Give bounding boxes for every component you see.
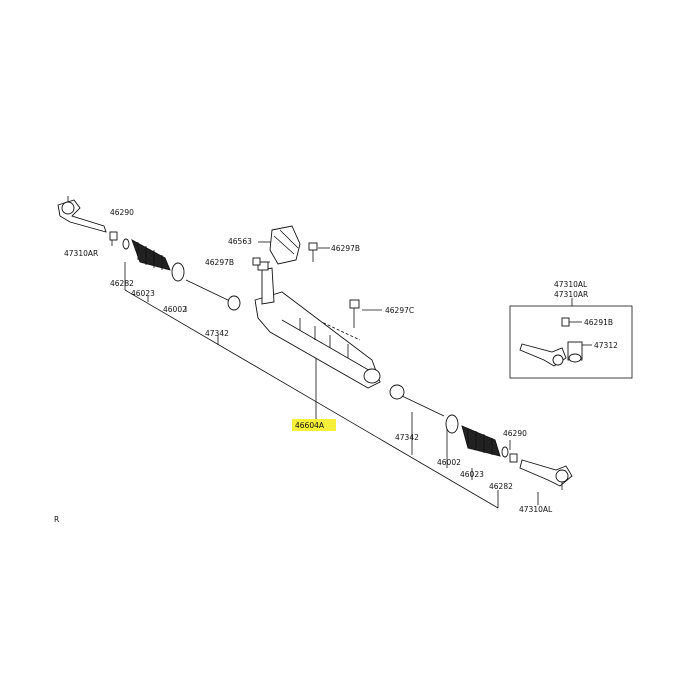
- inner-rod-right-part: [389, 384, 445, 417]
- bracket-part: [269, 225, 301, 265]
- label-inset-nut: 46291B: [584, 318, 613, 327]
- clip-right-part: [501, 446, 509, 458]
- label-clip-left: 46282: [110, 279, 134, 288]
- boot-right-part: [461, 425, 501, 457]
- label-tie-rod-end-left: 47310AL: [519, 505, 553, 514]
- label-bolt-bracket: 46297B: [205, 258, 234, 267]
- label-inner-rod-left: 47342: [205, 329, 229, 338]
- label-inset-title-2: 47310AR: [554, 290, 588, 299]
- label-bolt-rack: 46297C: [385, 306, 414, 315]
- ring-right-part: [445, 414, 459, 434]
- label-boot-left: 46023: [131, 289, 155, 298]
- nut-right-part: [509, 453, 518, 463]
- nut-left-part: [109, 231, 118, 241]
- label-bracket: 46563: [228, 237, 252, 246]
- clip-left-part: [122, 238, 130, 250]
- steering-gear-housing: [254, 261, 381, 389]
- label-nut-left: 46290: [110, 208, 134, 217]
- label-boot-right: 46023: [460, 470, 484, 479]
- label-inner-rod-right: 47342: [395, 433, 419, 442]
- label-clip-right: 46282: [489, 482, 513, 491]
- bolt-top-part: [308, 242, 318, 262]
- label-inset-title-1: 47310AL: [554, 280, 588, 289]
- boot-left-part: [131, 239, 171, 271]
- label-highlight: [292, 419, 336, 431]
- inset-box: [509, 298, 633, 379]
- label-inset-kit: 47312: [594, 341, 618, 350]
- tie-rod-end-right-part: [57, 196, 107, 233]
- bolt-bracket-part: [252, 257, 261, 266]
- ring-left-part: [171, 262, 185, 282]
- label-gear-assembly: 46604A: [295, 421, 325, 430]
- label-corner-mark: R: [54, 515, 59, 524]
- tie-rod-end-left-part: [519, 459, 573, 490]
- label-nut-right: 46290: [503, 429, 527, 438]
- label-ring-right: 46002: [437, 458, 461, 467]
- label-tie-rod-end-right: 47310AR: [64, 249, 98, 258]
- bolt-rack-part: [349, 299, 360, 328]
- inner-rod-left-part: [185, 279, 241, 311]
- label-ring-left: 46002: [163, 305, 187, 314]
- label-bolt-top: 46297B: [331, 244, 360, 253]
